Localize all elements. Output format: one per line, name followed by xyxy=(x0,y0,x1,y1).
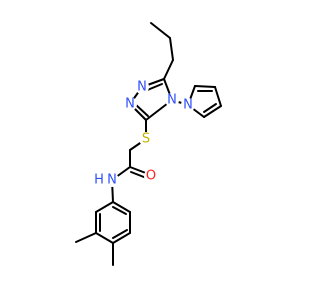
bond-pyrrole-3 xyxy=(214,86,222,107)
atom-s-label: S xyxy=(142,132,150,147)
atom-h-label: H xyxy=(94,173,104,188)
atom-n2: N xyxy=(123,97,137,112)
bond-pyrrole-2 xyxy=(194,85,216,88)
atom-n1: N xyxy=(135,80,149,95)
bond-benzene-3 xyxy=(95,232,114,244)
atom-labels: N N N N S O N H xyxy=(93,80,195,188)
atom-pyrrole-n: N xyxy=(181,98,195,113)
bond-benzene-6 xyxy=(112,201,131,213)
atom-n2-label: N xyxy=(125,97,135,112)
atom-n4: N xyxy=(165,93,179,108)
bond-pyrrole-4 xyxy=(203,105,222,118)
bond-methyl-3 xyxy=(75,232,97,243)
atom-n4-label: N xyxy=(167,93,177,108)
atom-pyrrole-n-label: N xyxy=(183,98,193,113)
bond-propyl-2 xyxy=(169,37,174,61)
bond-propyl-1 xyxy=(150,22,171,39)
bond-benzene-4-double xyxy=(112,229,128,239)
bond-benzene-1 xyxy=(95,201,114,213)
atom-s: S xyxy=(139,132,153,147)
atom-o-label: O xyxy=(146,169,156,184)
bond-propyl-3 xyxy=(163,59,174,80)
bond-n2-c3-double xyxy=(134,103,149,117)
bond-benzene-4 xyxy=(112,232,131,244)
bond-benzene-6-double xyxy=(112,206,127,215)
molecule-structure: N N N N S O N H xyxy=(75,22,222,266)
atom-o: O xyxy=(144,169,158,184)
atom-n1-label: N xyxy=(137,80,147,95)
bond-pyrrole-4-double xyxy=(203,103,217,113)
atom-nh-label: N xyxy=(107,173,117,188)
atom-nh: N H xyxy=(93,173,119,188)
